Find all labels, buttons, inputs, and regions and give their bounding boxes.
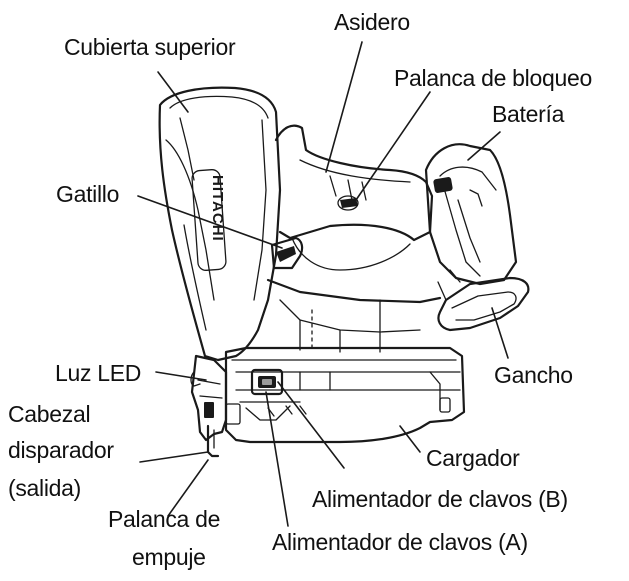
label-lock-lever: Palanca de bloqueo	[394, 65, 592, 91]
leader-firing-head	[139, 451, 209, 463]
label-hook: Gancho	[494, 362, 573, 388]
label-firing-head-1: Cabezal	[8, 401, 91, 427]
label-trigger: Gatillo	[56, 181, 120, 207]
lock-lever-shape	[337, 195, 359, 211]
top-cover-shape	[158, 86, 282, 362]
label-led-light: Luz LED	[55, 360, 142, 386]
battery-shape	[424, 143, 518, 286]
leader-feeder-a	[265, 391, 289, 527]
handle-shape	[274, 124, 434, 271]
leader-lock-lever	[355, 91, 431, 201]
label-battery: Batería	[492, 101, 565, 127]
label-nail-feeder-a: Alimentador de clavos (A)	[272, 529, 528, 555]
label-push-lever-2: empuje	[132, 544, 206, 570]
label-firing-head-3: (salida)	[8, 475, 82, 501]
leader-trigger	[137, 195, 283, 249]
hook-shape	[437, 269, 530, 332]
label-nail-feeder-b: Alimentador de clavos (B)	[312, 486, 568, 512]
firing-head-shape	[190, 354, 241, 458]
leader-battery	[467, 131, 501, 161]
leader-top-cover	[157, 71, 189, 113]
body-shape	[266, 278, 442, 353]
leader-magazine	[399, 425, 421, 453]
leader-feeder-b	[277, 381, 345, 469]
label-top-cover: Cubierta superior	[64, 34, 236, 60]
leader-handle	[325, 41, 363, 173]
leader-led	[155, 371, 207, 381]
label-handle: Asidero	[334, 9, 410, 35]
brand-mark: HITACHI	[209, 175, 226, 242]
leader-push-lever	[167, 459, 209, 517]
leader-hook	[491, 307, 509, 359]
trigger-shape	[270, 236, 304, 270]
leader-lines	[137, 41, 509, 527]
label-firing-head-2: disparador	[8, 437, 114, 463]
label-magazine: Cargador	[426, 445, 520, 471]
label-push-lever-1: Palanca de	[108, 506, 221, 532]
